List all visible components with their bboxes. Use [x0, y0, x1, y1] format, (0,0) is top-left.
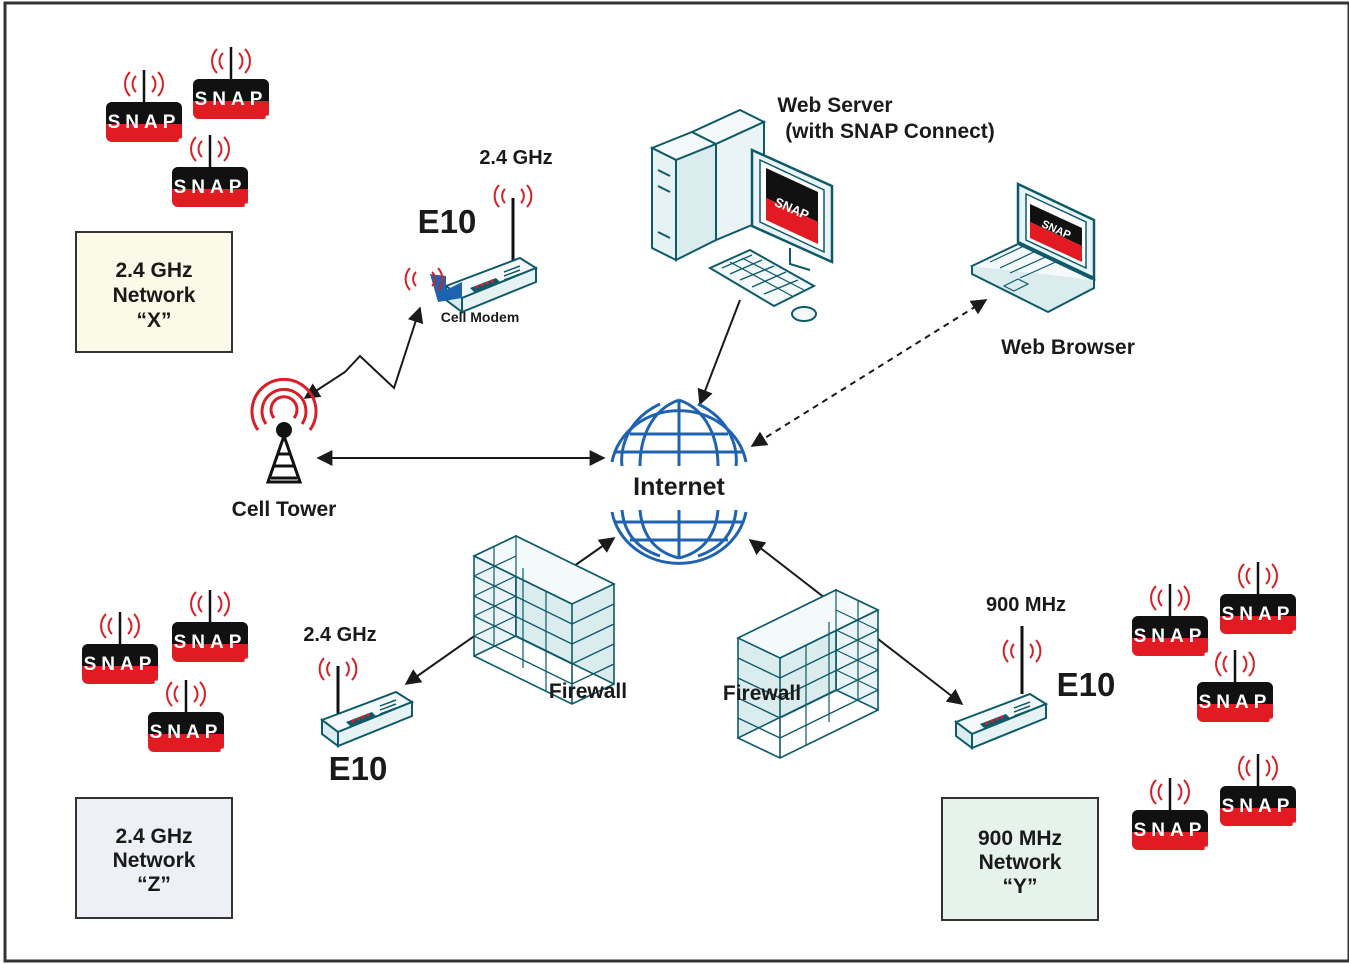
firewall-left: Firewall — [473, 535, 627, 705]
frequency-label: 2.4 GHz — [303, 624, 376, 646]
cell-tower-icon — [250, 377, 318, 484]
web-server: SNAP Web Server (with SNAP Connect) — [649, 94, 995, 322]
svg-text:2.4 GHz: 2.4 GHz — [115, 259, 192, 282]
network-box-z: 2.4 GHz Network “Z” — [75, 797, 233, 919]
wireless-link — [303, 306, 424, 399]
svg-text:“Z”: “Z” — [137, 873, 171, 896]
web-server-sublabel: (with SNAP Connect) — [785, 120, 995, 143]
svg-text:Network: Network — [979, 851, 1062, 874]
e10-cell-modem: E10 2.4 GHz Cell Modem — [404, 147, 553, 325]
cell-tower: Cell Tower — [232, 377, 337, 521]
cell-modem-label: Cell Modem — [441, 309, 520, 325]
e10-label: E10 — [1057, 666, 1116, 703]
frequency-label: 2.4 GHz — [479, 147, 552, 169]
connections — [303, 299, 988, 705]
e10-label: E10 — [329, 750, 388, 787]
arrow-browser-internet — [750, 299, 988, 447]
web-server-label: Web Server — [777, 94, 892, 117]
internet: Internet — [610, 398, 748, 565]
firewall-label: Firewall — [723, 682, 801, 705]
globe-icon — [610, 398, 748, 565]
web-browser-label: Web Browser — [1001, 336, 1135, 359]
firewall-label: Firewall — [549, 680, 627, 703]
e10-label: E10 — [418, 203, 477, 240]
arrow-server-internet — [697, 299, 741, 406]
cell-modem-icon — [430, 274, 462, 302]
e10-bottom-left: 2.4 GHz E10 — [303, 624, 413, 787]
network-box-y: 900 MHz Network “Y” — [941, 797, 1099, 921]
svg-text:“X”: “X” — [136, 309, 171, 332]
firewall-right: Firewall — [723, 589, 879, 759]
e10-right: 900 MHz E10 — [955, 594, 1116, 749]
frequency-label: 900 MHz — [986, 594, 1066, 616]
svg-text:Network: Network — [113, 284, 196, 307]
computer-icon: SNAP — [649, 108, 834, 322]
svg-text:900 MHz: 900 MHz — [978, 827, 1062, 850]
cell-tower-label: Cell Tower — [232, 498, 337, 521]
svg-text:2.4 GHz: 2.4 GHz — [115, 825, 192, 848]
svg-text:“Y”: “Y” — [1002, 875, 1037, 898]
internet-label: Internet — [633, 473, 725, 501]
svg-text:Network: Network — [113, 849, 196, 872]
laptop-icon: SNAP — [969, 182, 1097, 314]
network-box-x: 2.4 GHz Network “X” — [75, 231, 233, 353]
web-browser: SNAP Web Browser — [969, 182, 1135, 359]
